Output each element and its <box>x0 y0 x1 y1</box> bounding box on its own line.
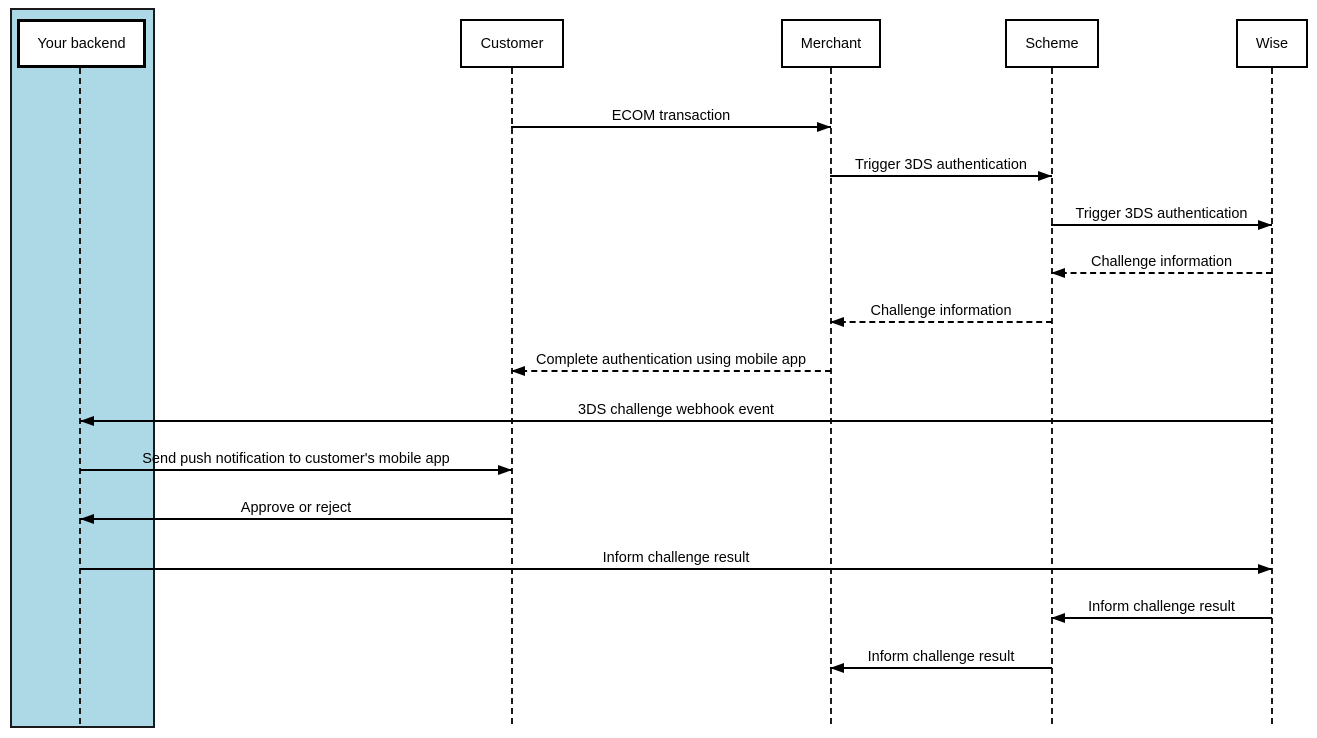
participant-label: Your backend <box>37 35 126 52</box>
participant-label: Wise <box>1255 35 1289 52</box>
message-line <box>511 126 831 128</box>
message-label: ECOM transaction <box>611 107 731 124</box>
message-label: Approve or reject <box>240 499 352 516</box>
backend-highlight-lane <box>10 8 155 728</box>
arrowhead-icon <box>498 464 512 475</box>
message-label: Challenge information <box>1090 253 1233 270</box>
lifeline-wise <box>1271 68 1273 724</box>
message-line <box>1051 617 1272 619</box>
arrowhead-icon <box>1051 267 1065 278</box>
arrowhead-icon <box>1258 219 1272 230</box>
arrowhead-icon <box>1051 612 1065 623</box>
participant-label: Scheme <box>1025 35 1079 52</box>
participant-merchant: Merchant <box>781 19 881 68</box>
arrowhead-icon <box>830 316 844 327</box>
message-line <box>1051 272 1272 274</box>
participant-customer: Customer <box>460 19 564 68</box>
lifeline-customer <box>511 68 513 724</box>
message-label: Send push notification to customer's mob… <box>142 450 450 467</box>
message-label: Trigger 3DS authentication <box>1075 205 1248 222</box>
message-label: 3DS challenge webhook event <box>578 401 774 418</box>
lifeline-merchant <box>830 68 832 724</box>
message-label: Inform challenge result <box>867 648 1015 665</box>
message-label: Trigger 3DS authentication <box>855 156 1027 173</box>
message-label: Inform challenge result <box>602 549 750 566</box>
lifeline-scheme <box>1051 68 1053 724</box>
arrowhead-icon <box>1258 563 1272 574</box>
message-line <box>1051 224 1272 226</box>
arrowhead-icon <box>511 365 525 376</box>
message-line <box>830 321 1052 323</box>
message-label: Challenge information <box>870 302 1012 319</box>
arrowhead-icon <box>830 662 844 673</box>
participant-your-backend: Your backend <box>17 19 146 68</box>
lifeline-your-backend <box>79 68 81 724</box>
message-label: Inform challenge result <box>1088 598 1235 615</box>
message-line <box>830 175 1052 177</box>
arrowhead-icon <box>817 121 831 132</box>
arrowhead-icon <box>80 415 94 426</box>
message-line <box>830 667 1052 669</box>
participant-label: Merchant <box>800 35 862 52</box>
message-label: Complete authentication using mobile app <box>535 351 807 368</box>
arrowhead-icon <box>80 513 94 524</box>
message-line <box>80 568 1272 570</box>
message-line <box>511 370 831 372</box>
message-line <box>80 469 512 471</box>
participant-scheme: Scheme <box>1005 19 1099 68</box>
message-line <box>80 420 1272 422</box>
participant-label: Customer <box>480 35 544 52</box>
arrowhead-icon <box>1038 170 1052 181</box>
participant-wise: Wise <box>1236 19 1308 68</box>
message-line <box>80 518 512 520</box>
